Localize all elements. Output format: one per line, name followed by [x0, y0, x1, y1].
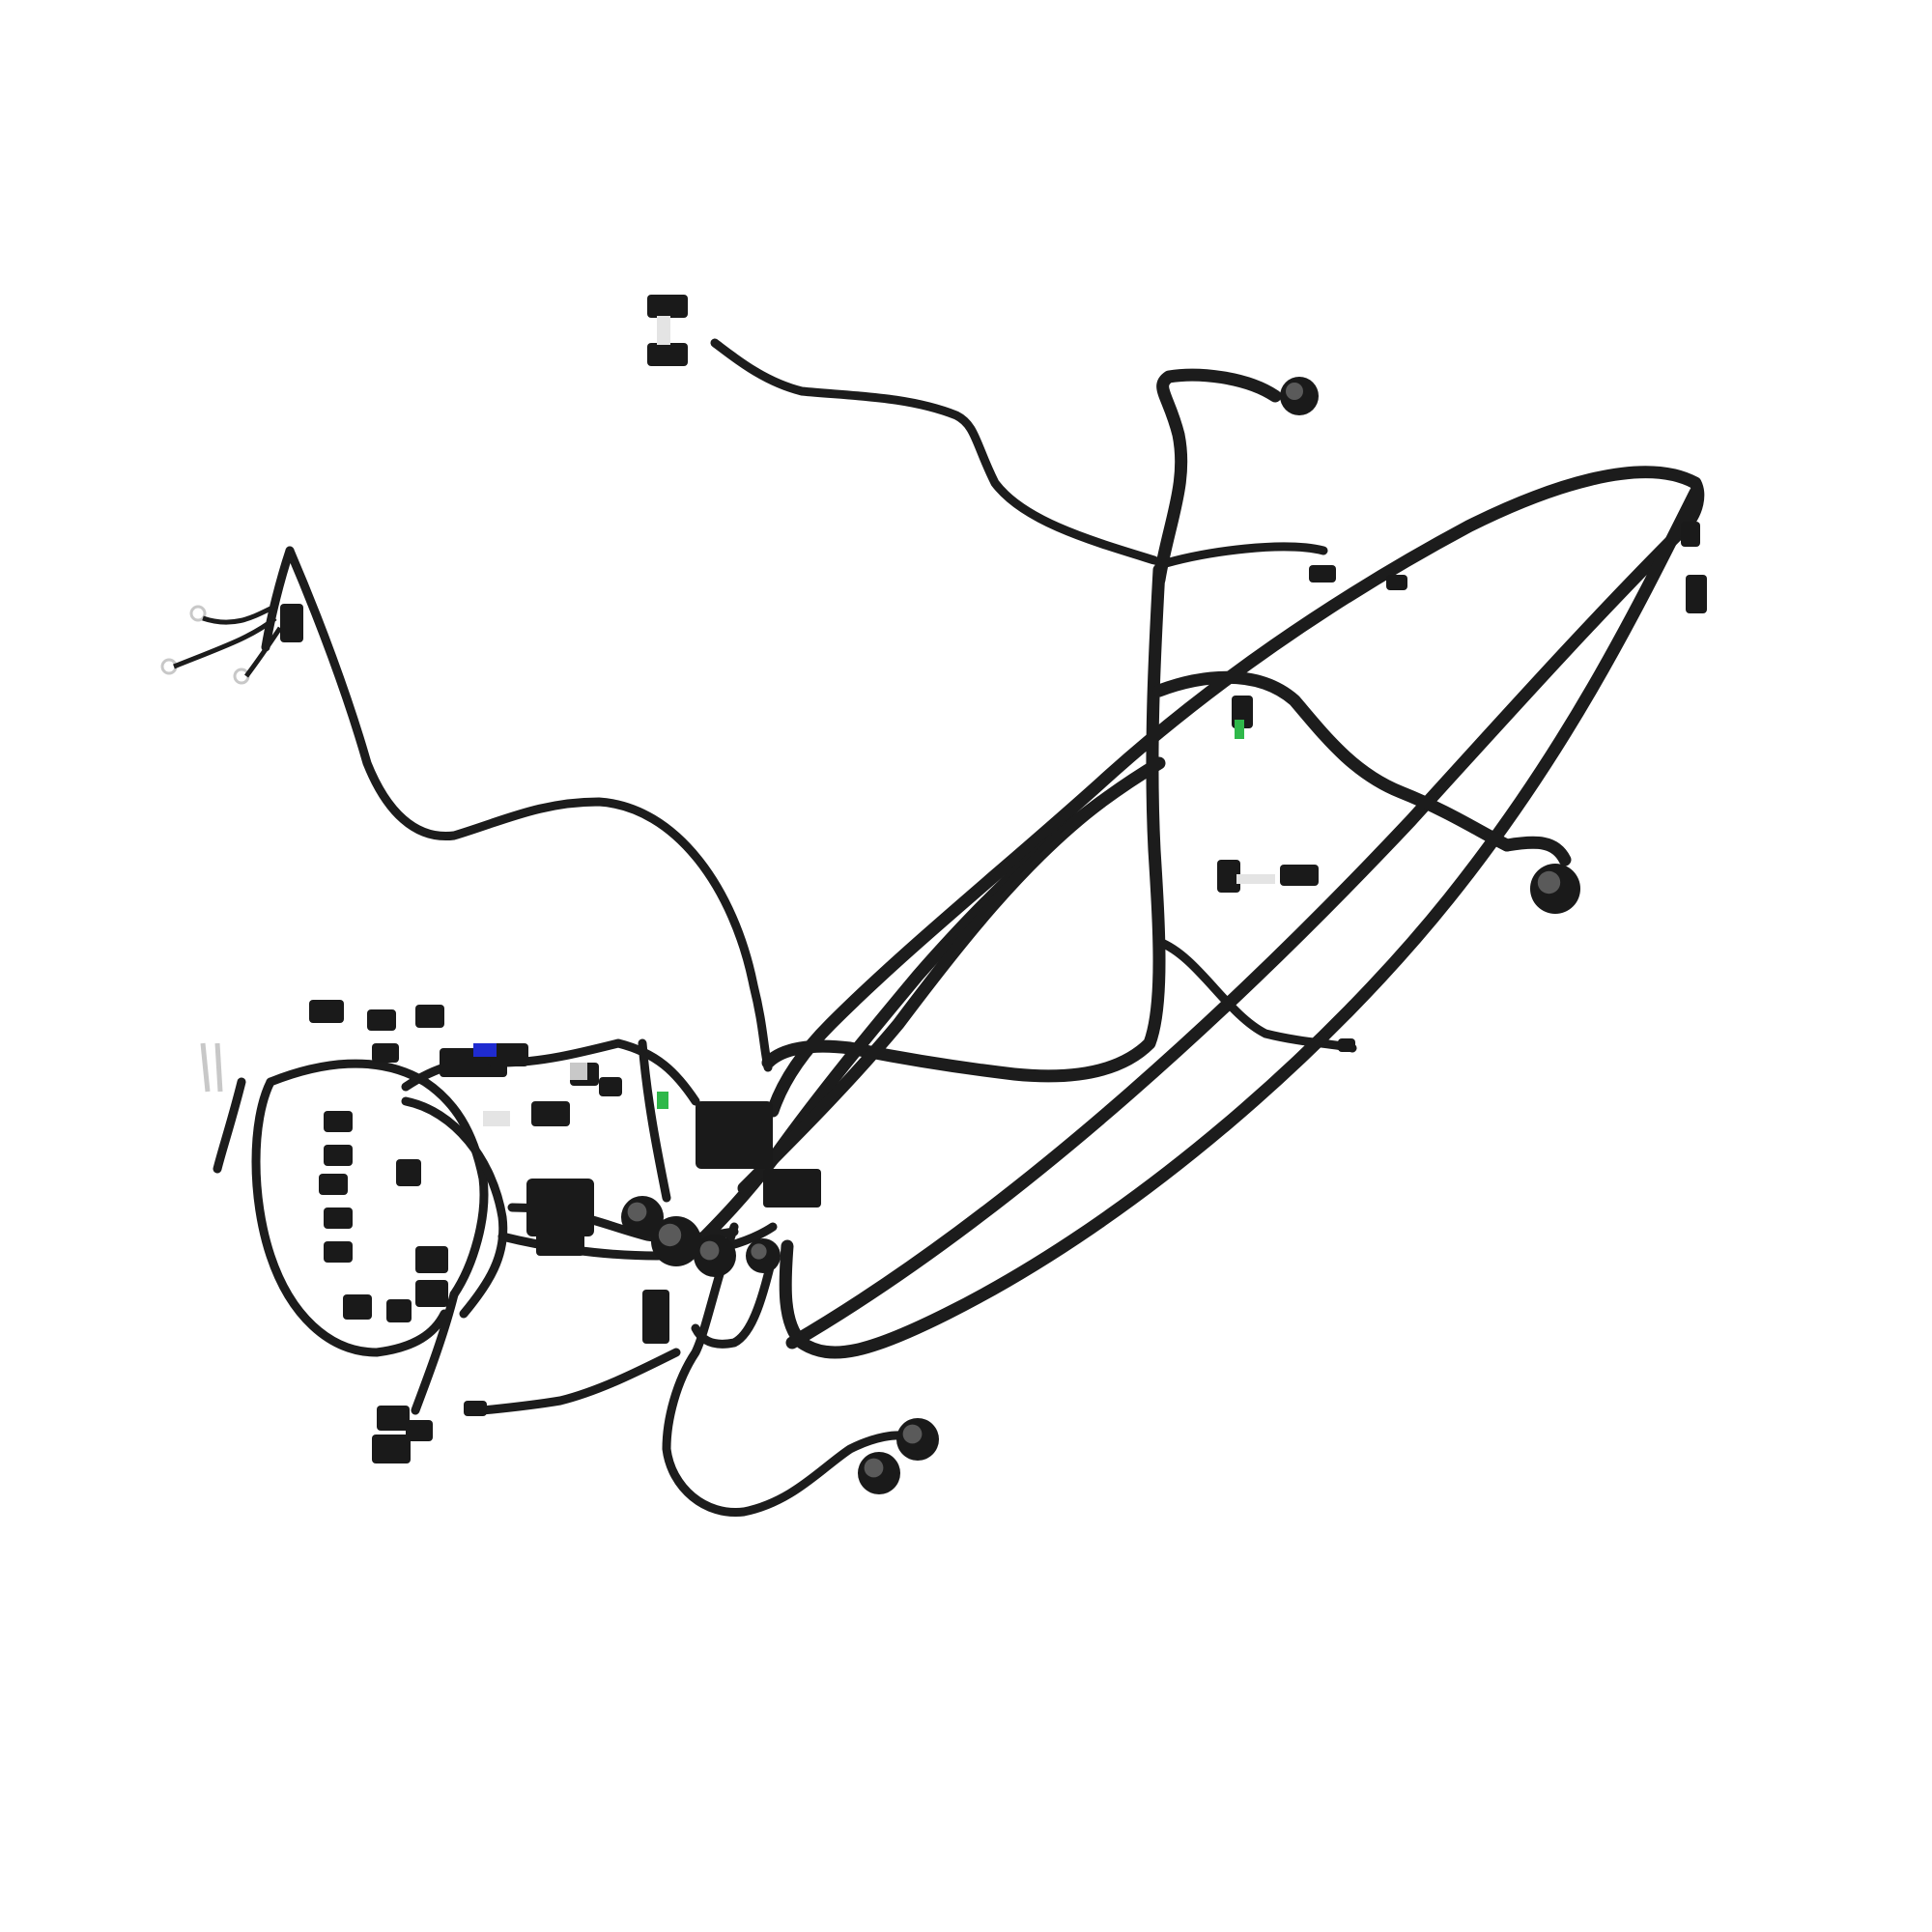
grommet-1-face — [627, 1202, 647, 1222]
cable-front-loop — [766, 466, 1705, 1350]
ring-terminal-1 — [189, 605, 207, 622]
connector-bottom-left — [372, 1435, 411, 1463]
cable-loop-down — [691, 1251, 778, 1349]
cluster-connector-9 — [324, 1111, 353, 1132]
harness-cables — [213, 338, 1705, 1518]
cluster-connector-15 — [386, 1299, 412, 1322]
ecu-module — [526, 1179, 594, 1236]
green-tag-mid — [1235, 720, 1244, 739]
cluster-connector-6 — [488, 1043, 528, 1066]
cluster-connector-17 — [415, 1280, 448, 1307]
cable-upper-right — [1152, 670, 1514, 852]
round-connector-right-face — [1537, 870, 1561, 895]
ground-junction — [280, 604, 303, 642]
cable-ground-lead — [261, 546, 295, 652]
cable-mid-branch — [1154, 542, 1328, 570]
bracket-center — [1236, 874, 1275, 884]
clip-connector-upper — [647, 295, 688, 318]
cluster-connector-13 — [319, 1174, 348, 1195]
small-connector-upper-right — [1386, 575, 1407, 590]
ring-terminal-2 — [160, 658, 178, 675]
cable-center-drop — [638, 1038, 671, 1203]
multi-pin-connector — [696, 1101, 773, 1169]
cluster-connector-20 — [406, 1420, 433, 1441]
cluster-connector-10 — [324, 1145, 353, 1166]
round-connector-bottom-1-face — [902, 1424, 923, 1444]
cluster-connector-19 — [377, 1406, 410, 1431]
blue-fuse — [473, 1043, 497, 1057]
cluster-connector-16 — [415, 1246, 448, 1273]
connector-right-edge — [1686, 575, 1707, 613]
cable-lower-branch-small — [478, 1348, 681, 1415]
cluster-connector-18 — [396, 1159, 421, 1186]
cable-lower-branch — [1154, 937, 1357, 1053]
round-connector-bottom-2-face — [864, 1458, 884, 1478]
cable-top-left-branch — [710, 338, 1159, 565]
pin-terminals — [200, 1042, 223, 1093]
cable-diagonal-secondary — [737, 795, 1108, 1195]
clip-connector-lower — [647, 343, 688, 366]
clip-bracket — [657, 316, 670, 345]
grey-relay — [570, 1063, 587, 1080]
cable-right-branch — [1500, 836, 1572, 867]
cable-top-loop — [1152, 368, 1282, 586]
cable-cluster-loop-a — [251, 1077, 449, 1357]
cluster-connector-8 — [599, 1077, 622, 1096]
connector-center-lower — [763, 1169, 821, 1208]
cluster-connector-21 — [531, 1101, 570, 1126]
cable-lower-sweep — [779, 486, 1702, 1359]
connector-center-far — [1280, 865, 1319, 886]
connector-lower-small — [464, 1401, 487, 1416]
harness-connectors — [160, 295, 1707, 1494]
cluster-connector-3 — [415, 1005, 444, 1028]
connector-center-right — [1217, 860, 1240, 893]
cable-central-trunk — [761, 563, 1166, 1083]
cluster-connector-4 — [372, 1043, 399, 1063]
round-connector-top-face — [1286, 383, 1303, 400]
connector-lower-vertical — [642, 1290, 669, 1344]
inline-splice-right — [1338, 1038, 1355, 1052]
connector-right-clip — [1681, 522, 1700, 547]
cluster-connector-2 — [367, 1009, 396, 1031]
cluster-connector-14 — [343, 1294, 372, 1320]
ring-terminal-3 — [233, 668, 250, 685]
cluster-connector-11 — [324, 1208, 353, 1229]
white-bracket-cluster — [483, 1111, 510, 1126]
small-connector-mid — [1309, 565, 1336, 582]
grommet-2-face — [658, 1223, 682, 1247]
cluster-connector-12 — [324, 1241, 353, 1263]
ground-pigtails — [173, 606, 283, 678]
grommet-4-face — [751, 1243, 767, 1260]
cable-left-top-lead — [213, 1077, 246, 1174]
cable-cluster-loop-c — [401, 1096, 508, 1319]
grommet-3-face — [699, 1240, 720, 1261]
cluster-connector-1 — [309, 1000, 344, 1023]
green-tag-center — [657, 1092, 668, 1109]
cable-left-arc — [285, 546, 773, 1072]
cable-cluster-loop-b — [266, 1059, 489, 1299]
cable-left-lower-lead — [411, 1290, 459, 1415]
